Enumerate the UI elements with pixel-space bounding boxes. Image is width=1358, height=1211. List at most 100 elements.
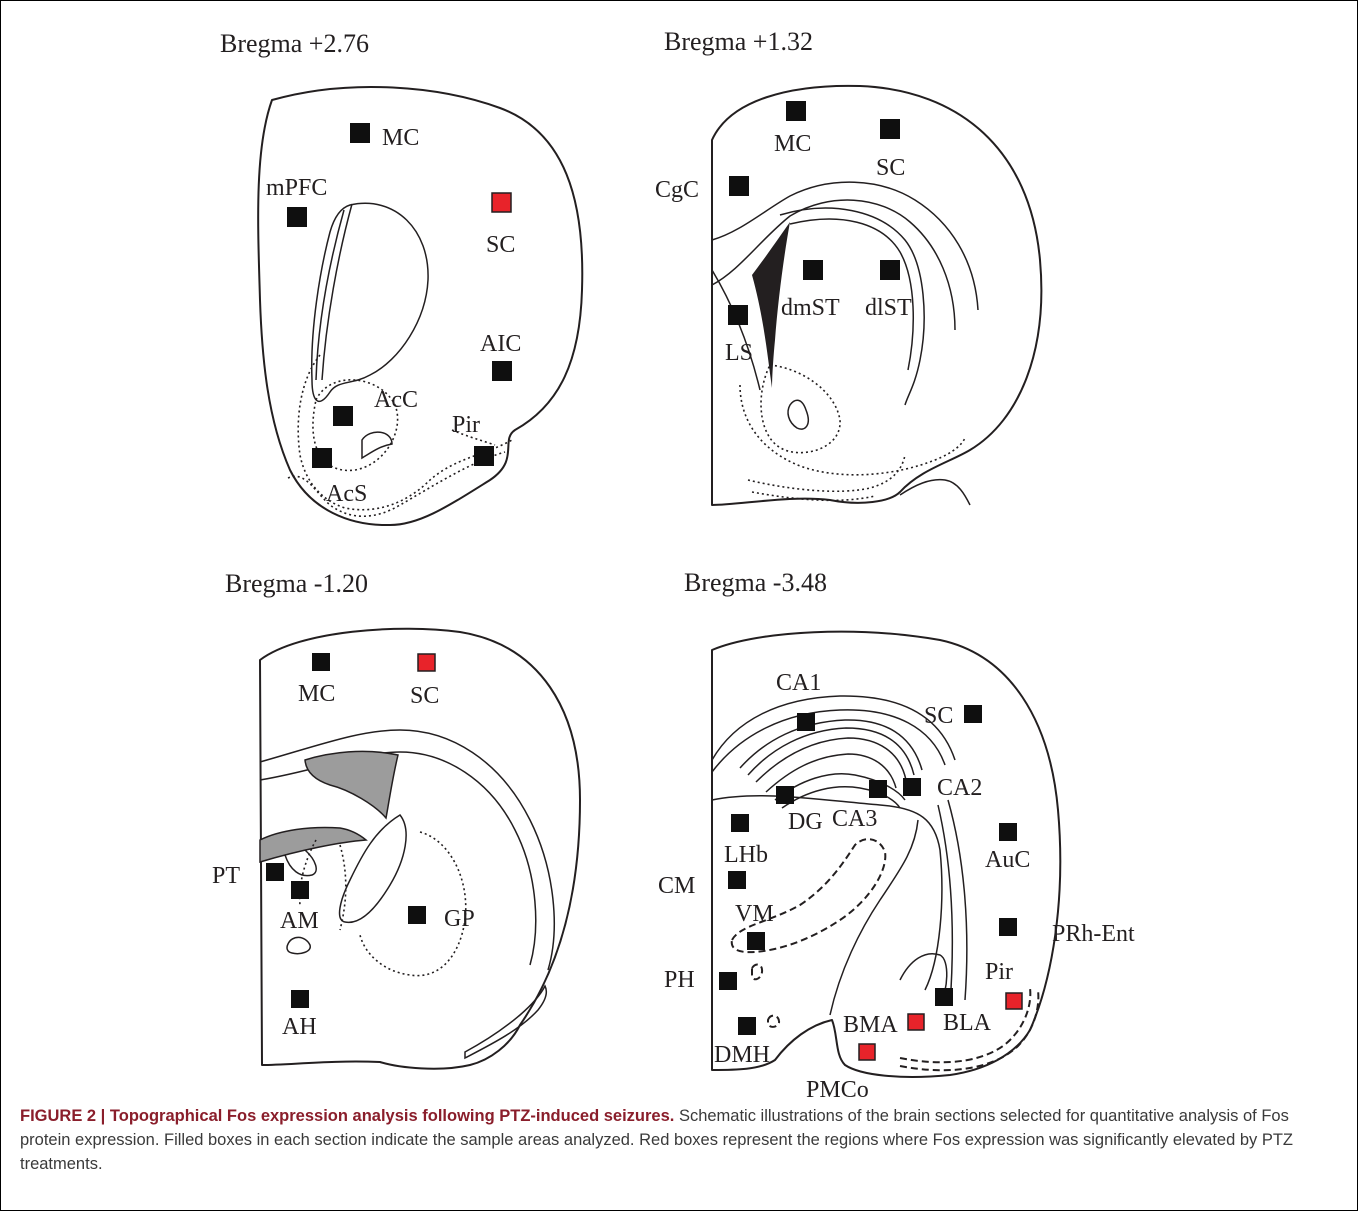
box-BLA [935, 988, 953, 1006]
label-MC: MC [298, 681, 335, 707]
section-3-markers: MC SC PT AM GP AH [212, 653, 475, 1040]
label-CA3: CA3 [832, 806, 877, 832]
figure-caption: FIGURE 2 | Topographical Fos expression … [20, 1104, 1330, 1176]
box-CA2 [903, 778, 921, 796]
box-AcC [333, 406, 353, 426]
box-MC [350, 123, 370, 143]
fornix-loop [284, 849, 317, 877]
section-title: Bregma -3.48 [684, 568, 827, 597]
box-CA1 [797, 713, 815, 731]
label-Pir: Pir [452, 412, 480, 438]
lateral-septum-line [711, 269, 761, 391]
dentate-gyrus [774, 773, 906, 809]
box-SC [880, 119, 900, 139]
label-AH: AH [282, 1014, 317, 1040]
label-SC: SC [876, 155, 905, 181]
hippocampus-outer [711, 695, 956, 773]
label-BLA: BLA [943, 1010, 992, 1036]
box-dmST [803, 260, 823, 280]
label-LHb: LHb [724, 842, 768, 868]
box-SC [964, 705, 982, 723]
label-AM: AM [280, 908, 319, 934]
box-PH [719, 972, 737, 990]
brain-outline [257, 86, 584, 527]
ventral-structure [464, 984, 548, 1060]
box-mPFC [287, 207, 307, 227]
label-MC: MC [774, 131, 811, 157]
label-SC: SC [924, 703, 953, 729]
box-VM [747, 932, 765, 950]
box-CA3-upper [869, 780, 887, 798]
label-CM: CM [658, 873, 695, 899]
section-bregma-minus-3-48: Bregma -3.48 [684, 568, 1062, 1078]
box-GP [408, 906, 426, 924]
small-nucleus-1 [751, 963, 764, 981]
globus-pallidus-boundary [359, 831, 467, 977]
label-mPFC: mPFC [266, 175, 327, 201]
box-DMH [738, 1017, 756, 1035]
box-LHb [731, 814, 749, 832]
label-SC: SC [410, 683, 439, 709]
label-PMCo: PMCo [806, 1077, 869, 1100]
section-bregma-minus-1-20: Bregma -1.20 [225, 569, 581, 1070]
box-AIC [492, 361, 512, 381]
label-LS: LS [725, 340, 753, 366]
box-MC [312, 653, 330, 671]
corpus-callosum-lower [711, 199, 956, 331]
label-Pir: Pir [985, 959, 1013, 985]
olfactory-tubercle [747, 454, 906, 502]
box-Pir [474, 446, 494, 466]
optic-tract [286, 936, 311, 955]
label-CA2: CA2 [937, 775, 982, 801]
label-BMA: BMA [843, 1012, 898, 1038]
hippocampus-layers [739, 719, 923, 793]
caption-body: Schematic illustrations of the brain sec… [20, 1107, 1294, 1173]
box-LS [728, 305, 748, 325]
label-AIC: AIC [480, 331, 521, 357]
ventromedial-nucleus-boundary [730, 838, 887, 954]
section-bregma-2-76: Bregma +2.76 [220, 29, 584, 527]
section-title: Bregma -1.20 [225, 569, 368, 598]
label-dlST: dlST [865, 295, 912, 321]
box-dlST [880, 260, 900, 280]
label-DMH: DMH [714, 1042, 770, 1068]
label-MC: MC [382, 125, 419, 151]
box-BMA-red [907, 1013, 925, 1031]
box-DG [776, 786, 794, 804]
lateral-ventricle [752, 222, 790, 388]
label-PH: PH [664, 967, 695, 993]
striatum-outer [779, 207, 925, 406]
box-AcS [312, 448, 332, 468]
label-PT: PT [212, 863, 240, 889]
box-Pir-red [1005, 992, 1023, 1010]
small-nucleus-2 [767, 1014, 781, 1028]
brain-outline [711, 84, 1043, 506]
anterior-commissure [787, 399, 809, 430]
box-AuC [999, 823, 1017, 841]
box-AM [291, 881, 309, 899]
label-SC: SC [486, 232, 515, 258]
box-AH [291, 990, 309, 1008]
ventral-edge [899, 478, 971, 506]
label-VM: VM [735, 901, 774, 927]
box-MC [786, 101, 806, 121]
label-AcS: AcS [326, 481, 367, 507]
box-CgC [729, 176, 749, 196]
box-PRh-Ent [999, 918, 1017, 936]
striatum-inner [789, 218, 915, 371]
section-2-markers: MC SC CgC dmST dlST LS [655, 101, 912, 366]
striatum-ventral-boundary [297, 354, 513, 511]
box-PMCo-red [858, 1043, 876, 1061]
inner-wall [315, 203, 353, 381]
accumbens-boundary [312, 379, 399, 472]
amygdala-boundary [298, 839, 347, 931]
section-4-markers: CA1 SC CA2 DG CA3 LHb AuC CM VM PRh-Ent … [658, 670, 1135, 1100]
brain-sections-figure: Bregma +2.76 MC mPFC SC AIC AcC AcS Pir … [212, 27, 1135, 1100]
ventricle-gray [304, 750, 399, 820]
label-GP: GP [444, 906, 475, 932]
ventral-boundary [739, 384, 966, 476]
label-CA1: CA1 [776, 670, 821, 696]
caption-lead: FIGURE 2 | Topographical Fos expression … [20, 1107, 675, 1125]
piriform-boundary [899, 987, 1040, 1072]
corpus-callosum-upper [711, 181, 979, 311]
